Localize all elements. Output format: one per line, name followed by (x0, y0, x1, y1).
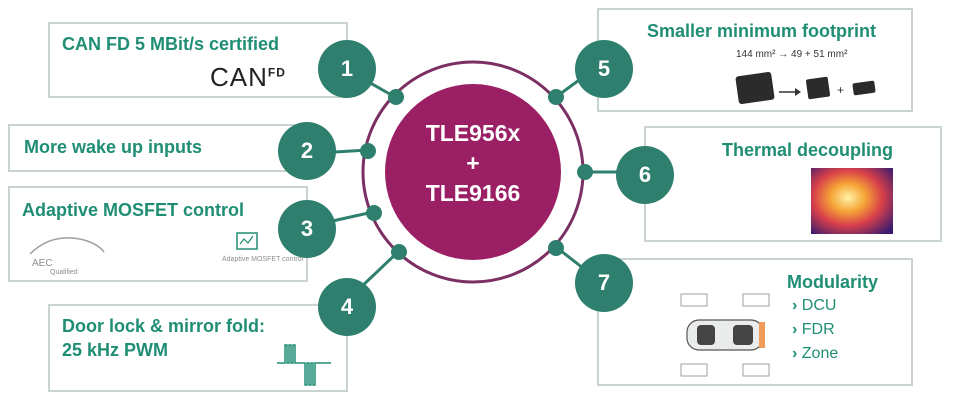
ring-dot-7 (548, 240, 564, 256)
feature-title-6: Thermal decoupling (722, 140, 894, 160)
svg-text:AEC: AEC (32, 258, 53, 269)
feature-box-2: More wake up inputs (8, 124, 308, 172)
feature-number-5: 5 (575, 40, 633, 98)
feature-number-2: 2 (278, 122, 336, 180)
feature-title-2: More wake up inputs (24, 137, 203, 157)
thermal-image-icon (811, 168, 893, 234)
svg-text:+: + (837, 83, 844, 97)
mosfet-caption: Adaptive MOSFET control (222, 256, 304, 263)
feature-title-4b: 25 kHz PWM (62, 340, 169, 360)
feature-title-1: CAN FD 5 MBit/s certified (62, 34, 280, 54)
feature-number-4: 4 (318, 278, 376, 336)
center-label: TLE956x + TLE9166 (383, 118, 563, 208)
ring-dot-6 (577, 164, 593, 180)
center-line-1: TLE956x (425, 120, 521, 146)
modularity-list: DCU FDR Zone (792, 294, 838, 366)
feature-box-3: Adaptive MOSFET control AEC Qualified Ad… (8, 186, 308, 282)
ring-dot-3 (366, 205, 382, 221)
feature-title-5: Smaller minimum footprint (647, 21, 877, 41)
modularity-item-fdr: FDR (792, 318, 838, 342)
vehicle-topology-icon (680, 293, 770, 377)
svg-text:Qualified: Qualified (50, 269, 78, 276)
mosfet-chip-icon (236, 232, 258, 250)
feature-title-7: Modularity (787, 272, 879, 292)
feature-box-1: CAN FD 5 MBit/s certified CANFD (48, 22, 348, 98)
aec-qualified-icon: AEC Qualified (29, 237, 105, 276)
feature-box-4: Door lock & mirror fold: 25 kHz PWM (48, 304, 348, 392)
ring-dot-4 (391, 244, 407, 260)
feature-number-7: 7 (575, 254, 633, 312)
can-fd-logo: CANFD (210, 62, 286, 92)
ring-dot-5 (548, 89, 564, 105)
pwm-waveform-icon (277, 344, 331, 386)
modularity-item-dcu: DCU (792, 294, 838, 318)
ring-dot-1 (388, 89, 404, 105)
feature-number-3: 3 (278, 200, 336, 258)
center-line-3: TLE9166 (425, 180, 521, 206)
footprint-text: 144 mm² → 49 + 51 mm² (736, 49, 848, 60)
package-chips-icon: + (735, 72, 876, 104)
feature-box-7: Modularity DCU FDR Zone (597, 258, 913, 386)
feature-number-1: 1 (318, 40, 376, 98)
feature-title-4a: Door lock & mirror fold: (62, 316, 266, 336)
ring-dot-2 (360, 143, 376, 159)
feature-number-6: 6 (616, 146, 674, 204)
center-disc (385, 84, 561, 260)
feature-box-6: Thermal decoupling (644, 126, 942, 242)
feature-title-3: Adaptive MOSFET control (22, 200, 245, 220)
modularity-item-zone: Zone (792, 342, 838, 366)
feature-box-5: Smaller minimum footprint 144 mm² → 49 +… (597, 8, 913, 112)
center-line-2: + (466, 150, 480, 176)
